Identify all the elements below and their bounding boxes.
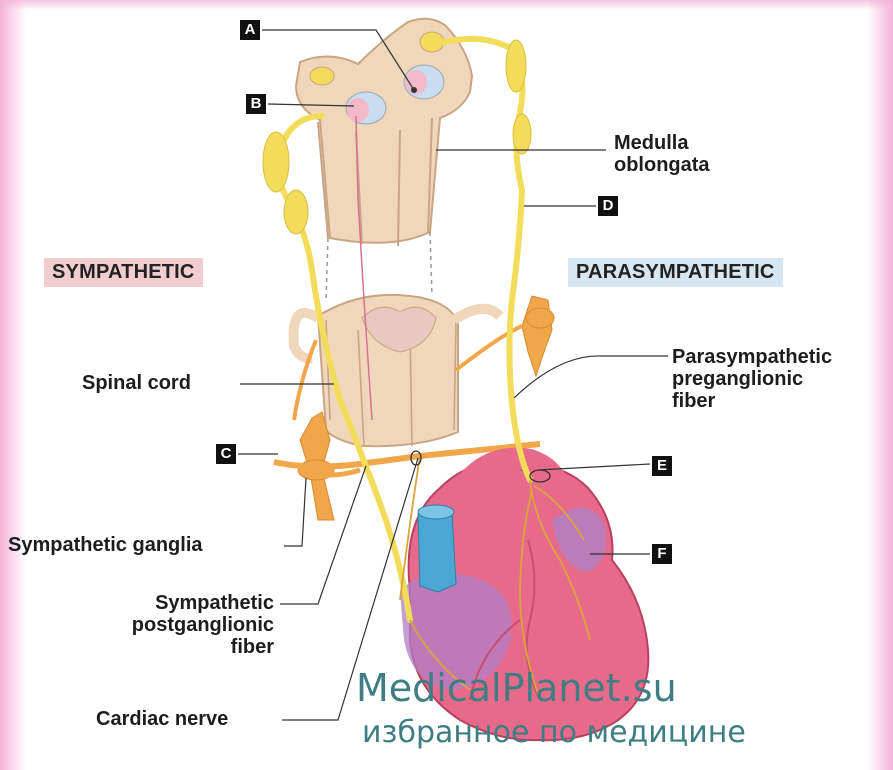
watermark-main: MedicalPlanet.su bbox=[356, 668, 677, 708]
symp-post-line1: Sympathetic bbox=[108, 592, 274, 614]
label-e-box: E bbox=[652, 456, 672, 476]
para-pre-line2: preganglionic bbox=[672, 368, 832, 390]
label-f-box: F bbox=[652, 544, 672, 564]
para-preganglionic-label: Parasympathetic preganglionic fiber bbox=[672, 346, 832, 412]
medulla-label-line1: Medulla bbox=[614, 132, 710, 154]
cardiac-nerve-label: Cardiac nerve bbox=[96, 708, 228, 730]
para-pre-line1: Parasympathetic bbox=[672, 346, 832, 368]
label-c-box: C bbox=[216, 444, 236, 464]
parasympathetic-heading: PARASYMPATHETIC bbox=[568, 258, 783, 287]
spinal-cord-label: Spinal cord bbox=[82, 372, 191, 394]
sympathetic-heading: SYMPATHETIC bbox=[44, 258, 203, 287]
medulla-label-line2: oblongata bbox=[614, 154, 710, 176]
medulla-label: Medulla oblongata bbox=[614, 132, 710, 176]
label-a-box: A bbox=[240, 20, 260, 40]
symp-post-line2: postganglionic bbox=[108, 614, 274, 636]
symp-post-line3: fiber bbox=[108, 636, 274, 658]
label-b-box: B bbox=[246, 94, 266, 114]
medulla-oblongata bbox=[296, 19, 472, 246]
watermark-sub: избранное по медицине bbox=[362, 716, 746, 750]
para-pre-line3: fiber bbox=[672, 390, 832, 412]
label-d-box: D bbox=[598, 196, 618, 216]
sympathetic-ganglia-label: Sympathetic ganglia bbox=[8, 534, 203, 556]
symp-postganglionic-label: Sympathetic postganglionic fiber bbox=[108, 592, 274, 658]
